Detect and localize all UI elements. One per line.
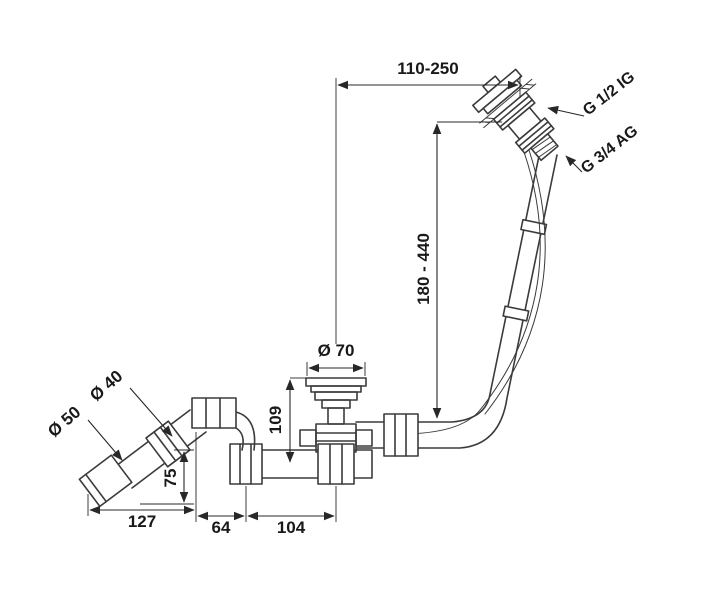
dim-label-75: 75 [161, 469, 180, 488]
dimension-dia-70: Ø 70 [306, 341, 366, 376]
dim-label-110-250: 110-250 [397, 59, 458, 78]
control-cable [399, 149, 546, 435]
dim-label-dia-40: Ø 40 [86, 366, 126, 405]
dimension-104: 104 [247, 486, 337, 537]
dimension-75: 75 [140, 449, 194, 505]
overflow-riser-pipe [355, 150, 558, 449]
dim-label-64: 64 [212, 518, 231, 537]
union-nut-left [229, 443, 263, 485]
union-nut-under-drain [317, 443, 355, 485]
callout-g-three-quarter-ag: G 3/4 AG [565, 123, 641, 178]
bath-waste-overflow-set [78, 68, 559, 508]
callout-g-half-ig: G 1/2 IG [547, 69, 638, 120]
outlet-socket [78, 454, 133, 508]
drain-assembly [299, 377, 373, 453]
dimension-180-440: 180 - 440 [414, 121, 502, 419]
dimension-109: 109 [266, 377, 306, 463]
outlet-elbow [191, 397, 256, 451]
dim-label-127: 127 [128, 512, 156, 531]
dim-label-109: 109 [266, 406, 285, 434]
riser-collar-lower [502, 305, 530, 322]
dimension-dia-50: Ø 50 [44, 402, 123, 461]
dim-label-dia-70: Ø 70 [318, 341, 355, 360]
label-g-three-quarter-ag: G 3/4 AG [578, 123, 641, 178]
dim-label-180-440: 180 - 440 [414, 233, 433, 305]
diagonal-nut [145, 420, 191, 468]
dim-label-dia-50: Ø 50 [44, 402, 84, 441]
dimension-dia-40: Ø 40 [86, 366, 173, 437]
dimension-127: 127 [87, 494, 195, 531]
union-nut-overflow-pipe [383, 413, 419, 457]
dim-label-104: 104 [277, 518, 306, 537]
dimension-64: 64 [195, 432, 247, 537]
dimension-110-250: 110-250 [335, 59, 521, 344]
label-g-half-ig: G 1/2 IG [580, 69, 638, 120]
overflow-fitting [472, 68, 559, 162]
